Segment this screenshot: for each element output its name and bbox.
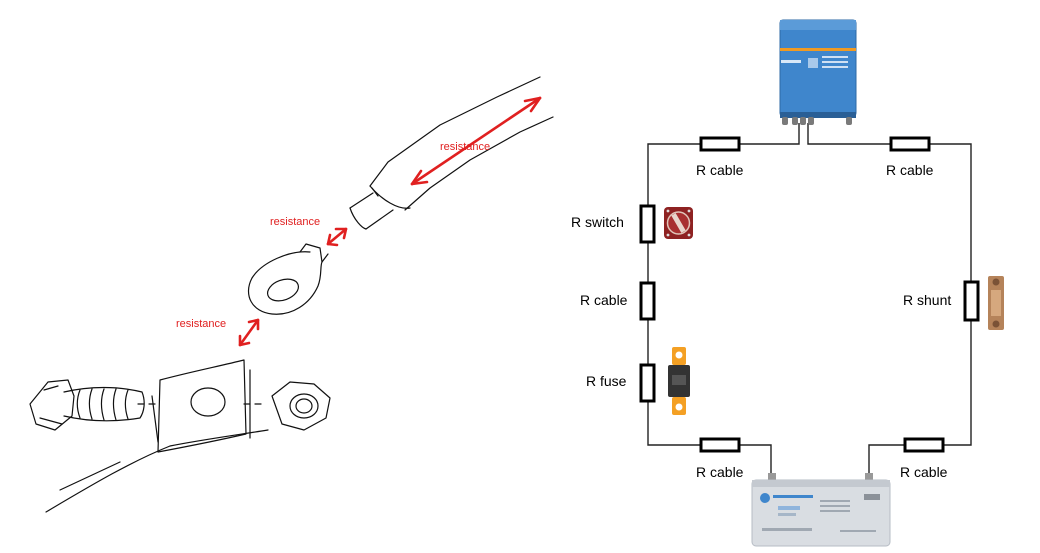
shunt-icon	[988, 276, 1004, 330]
resistor-bottom-left	[699, 437, 741, 453]
sketch-wire	[45, 429, 269, 513]
label-switch: R switch	[571, 214, 624, 230]
resistor-switch	[639, 204, 656, 244]
bolt-thread	[63, 386, 145, 422]
resistance-label-cable: resistance	[440, 141, 491, 153]
resistor-symbols	[639, 136, 980, 453]
fuse-icon	[668, 347, 690, 415]
resistor-top-left	[699, 136, 741, 152]
ring-lug	[247, 251, 329, 315]
cable-jacket-lower	[404, 116, 554, 211]
label-fuse: R fuse	[586, 373, 627, 389]
resistance-label-conductor: resistance	[270, 216, 321, 228]
arrow-conductor-lug	[326, 227, 348, 247]
resistor-fuse	[639, 363, 656, 403]
resistor-bottom-right	[903, 437, 945, 453]
battery-image	[751, 473, 891, 547]
bolt-head	[29, 379, 75, 431]
resistor-top-right	[889, 136, 931, 152]
label-top-left-cable: R cable	[696, 162, 744, 178]
busbar-hole	[190, 387, 226, 417]
resistor-mid-left	[639, 281, 656, 321]
ring-lug-hole	[266, 278, 300, 302]
arrow-cable	[410, 96, 542, 186]
label-bottom-left-cable: R cable	[696, 464, 744, 480]
label-shunt: R shunt	[903, 292, 952, 308]
resistor-shunt	[963, 280, 980, 322]
cable-conductor	[349, 192, 394, 230]
arrow-lug-busbar	[238, 318, 260, 347]
resistance-label-lug: resistance	[176, 318, 227, 330]
inverter-image	[779, 19, 857, 125]
label-top-right-cable: R cable	[886, 162, 934, 178]
label-mid-left-cable: R cable	[580, 292, 628, 308]
cable-jacket	[369, 76, 541, 187]
nut	[271, 381, 331, 431]
label-bottom-right-cable: R cable	[900, 464, 948, 480]
battery-switch-icon	[664, 207, 693, 239]
